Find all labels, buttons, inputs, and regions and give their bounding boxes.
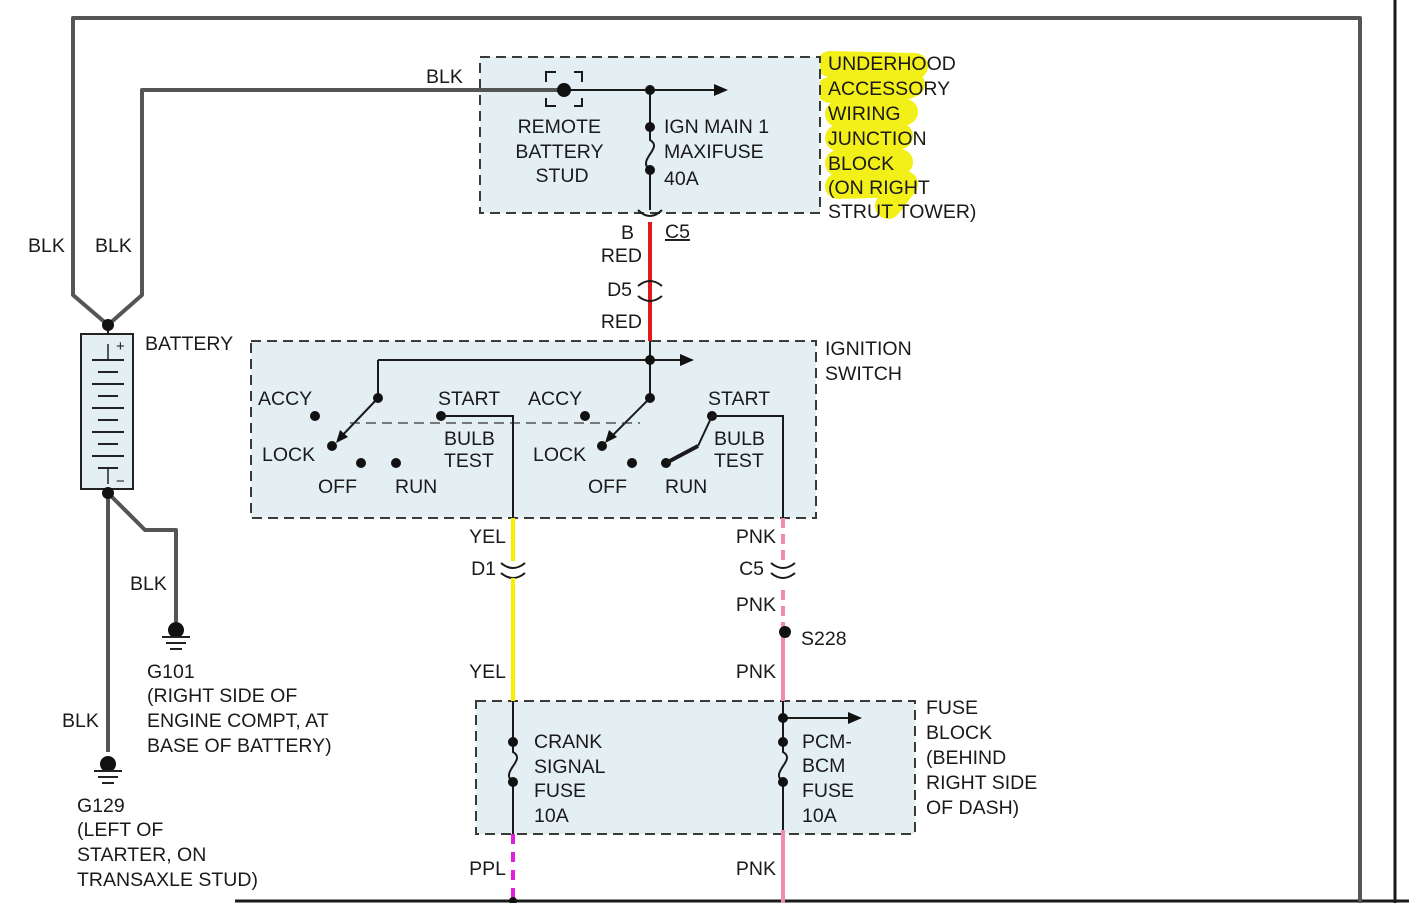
switch-start-right: START [708, 388, 770, 410]
g129-label: G129 (LEFT OF STARTER, ON TRANSAXLE STUD… [77, 795, 258, 891]
switch-run-left: RUN [395, 476, 437, 498]
ignition-switch-name: IGNITION SWITCH [825, 338, 917, 385]
pnk-wire [770, 518, 796, 903]
pnk-wire-label-4: PNK [736, 858, 776, 880]
fuse-block-name: FUSE BLOCK (BEHIND RIGHT SIDE OF DASH) [926, 697, 1043, 819]
red-wire-label-1: RED [601, 245, 642, 267]
red-wire-label-2: RED [601, 311, 642, 333]
ignition-switch-internals [310, 341, 784, 518]
battery-label: BATTERY [145, 333, 233, 355]
yel-wire-label-1: YEL [469, 526, 506, 548]
switch-lock-right: LOCK [533, 444, 586, 466]
switch-run-right: RUN [665, 476, 707, 498]
ignition-switch-box [250, 340, 817, 519]
remote-battery-stud-label: REMOTE BATTERY STUD [515, 116, 608, 187]
switch-accy-left: ACCY [258, 388, 312, 410]
remote-battery-stud-dot [557, 83, 571, 97]
g101-label: G101 (RIGHT SIDE OF ENGINE COMPT, AT BAS… [147, 661, 334, 757]
connector-d5: D5 [607, 279, 632, 301]
pnk-wire-label-3: PNK [736, 661, 776, 683]
connector-d1: D1 [471, 558, 496, 580]
underhood-internals [545, 71, 728, 217]
s228-splice-dot [779, 626, 791, 638]
battery-negative-sign: − [116, 473, 125, 490]
switch-off-right: OFF [588, 476, 627, 498]
battery-symbol [80, 325, 134, 493]
crank-signal-fuse-label: CRANK SIGNAL FUSE 10A [534, 731, 610, 827]
switch-test-right: TEST [714, 450, 764, 472]
switch-lock-left: LOCK [262, 444, 315, 466]
g129-ground-symbol [94, 756, 122, 784]
switch-bulb-left: BULB [444, 428, 495, 450]
blk-g101-label: BLK [130, 573, 167, 595]
battery-wire-right-label: BLK [95, 235, 132, 257]
battery-positive-terminal [102, 319, 114, 331]
switch-start-left: START [438, 388, 500, 410]
ign-main-maxifuse-label: IGN MAIN 1 MAXIFUSE 40A [664, 116, 775, 190]
switch-off-left: OFF [318, 476, 357, 498]
blk-wire-g101 [106, 491, 178, 622]
ppl-wire-label: PPL [469, 858, 506, 880]
red-wire [637, 222, 663, 341]
switch-test-left: TEST [444, 450, 494, 472]
connector-b-pin: B [621, 222, 634, 244]
splice-s228-label: S228 [801, 628, 847, 650]
pcm-bcm-fuse-label: PCM- BCM FUSE 10A [802, 731, 859, 827]
battery-wire-left-label: BLK [28, 235, 65, 257]
connector-c5-lower: C5 [739, 558, 764, 580]
pnk-wire-label-1: PNK [736, 526, 776, 548]
fuse-block-box [475, 700, 916, 835]
blk-g129-label: BLK [62, 710, 99, 732]
fuse-block-internals [508, 712, 862, 834]
pnk-wire-label-2: PNK [736, 594, 776, 616]
battery-positive-sign: + [116, 338, 125, 355]
blk-wire-stud-feed [106, 88, 563, 327]
ppl-wire-end-dot [509, 897, 517, 903]
yel-wire [500, 518, 526, 740]
underhood-block-name: UNDERHOOD ACCESSORY WIRING JUNCTION BLOC… [828, 53, 976, 223]
switch-accy-right: ACCY [528, 388, 582, 410]
connector-c5-upper: C5 [665, 221, 690, 243]
blk-stud-feed-label: BLK [426, 66, 463, 88]
blk-wire-outer-loop [71, 16, 1362, 903]
yel-wire-label-2: YEL [469, 661, 506, 683]
battery-negative-terminal [102, 487, 114, 499]
switch-bulb-right: BULB [714, 428, 765, 450]
g101-ground-symbol [162, 622, 190, 650]
